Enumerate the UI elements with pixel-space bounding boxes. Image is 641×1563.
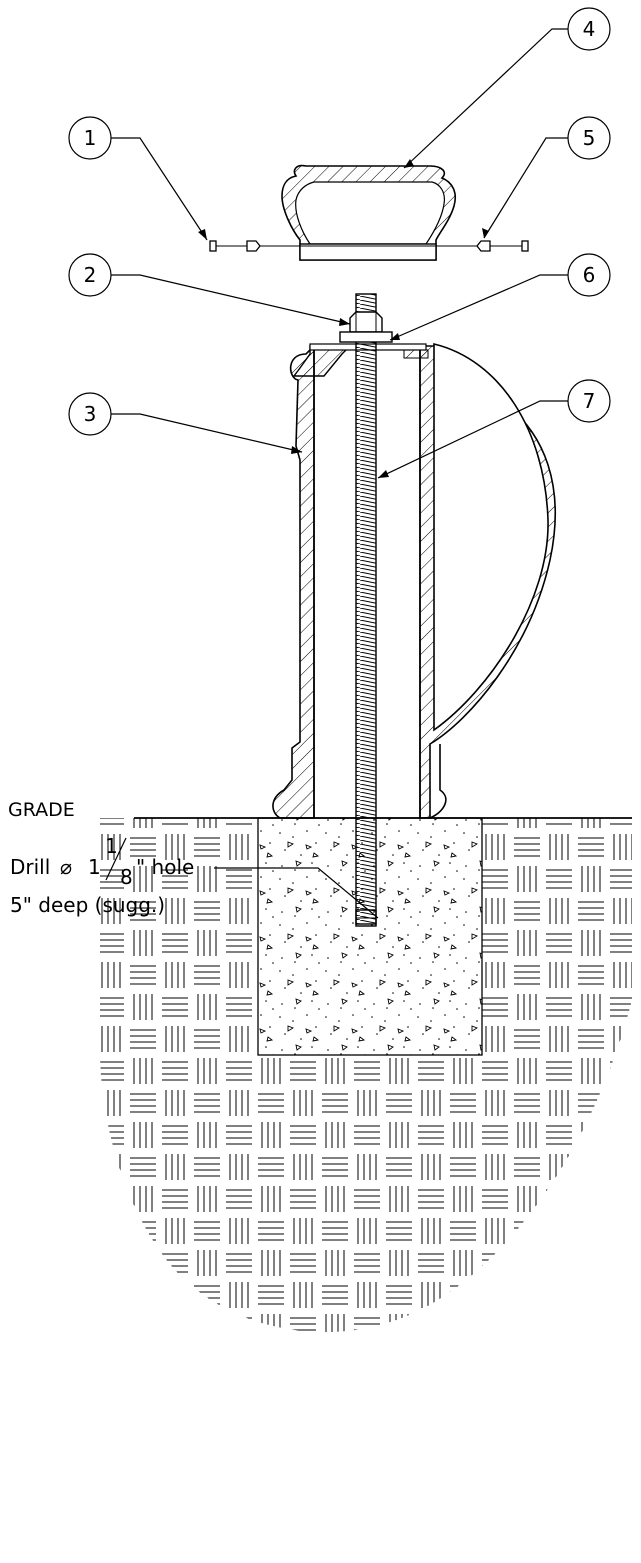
fraction-bar (105, 837, 127, 881)
drill-note-prefix: Drill (10, 855, 50, 879)
callout-6: 6 (567, 253, 611, 297)
leader-arrowheads (198, 159, 489, 478)
set-screws-left (209, 240, 314, 252)
callout-7-number: 7 (583, 389, 596, 413)
callout-3-number: 3 (84, 402, 97, 426)
callout-2: 2 (68, 253, 112, 297)
hex-nut (349, 311, 383, 333)
grade-label: GRADE (8, 799, 75, 821)
drill-size-denominator: 8 (120, 865, 133, 889)
leader-lines (111, 28, 568, 919)
diameter-symbol: ⌀ (60, 855, 72, 879)
bollard-body (272, 342, 556, 819)
callout-7: 7 (567, 379, 611, 423)
threaded-rod (355, 293, 377, 927)
set-screws-right (422, 240, 529, 252)
callout-5-number: 5 (583, 126, 596, 150)
top-cap (281, 164, 457, 261)
drill-note: Drill ⌀ 1 1 8 " hole 5" deep (sugg.) (10, 834, 194, 917)
drill-size-whole: 1 (88, 855, 101, 879)
callout-5: 5 (567, 116, 611, 160)
callout-1-number: 1 (84, 126, 97, 150)
callout-2-number: 2 (84, 263, 97, 287)
callout-1: 1 (68, 116, 112, 160)
drill-note-suffix: " hole (136, 855, 194, 879)
callout-4: 4 (567, 7, 611, 51)
callout-6-number: 6 (583, 263, 596, 287)
callout-3: 3 (68, 392, 112, 436)
drill-note-depth: 5" deep (sugg.) (10, 893, 165, 917)
callout-4-number: 4 (583, 17, 596, 41)
washer (339, 331, 393, 343)
drill-size-numerator: 1 (105, 834, 118, 858)
